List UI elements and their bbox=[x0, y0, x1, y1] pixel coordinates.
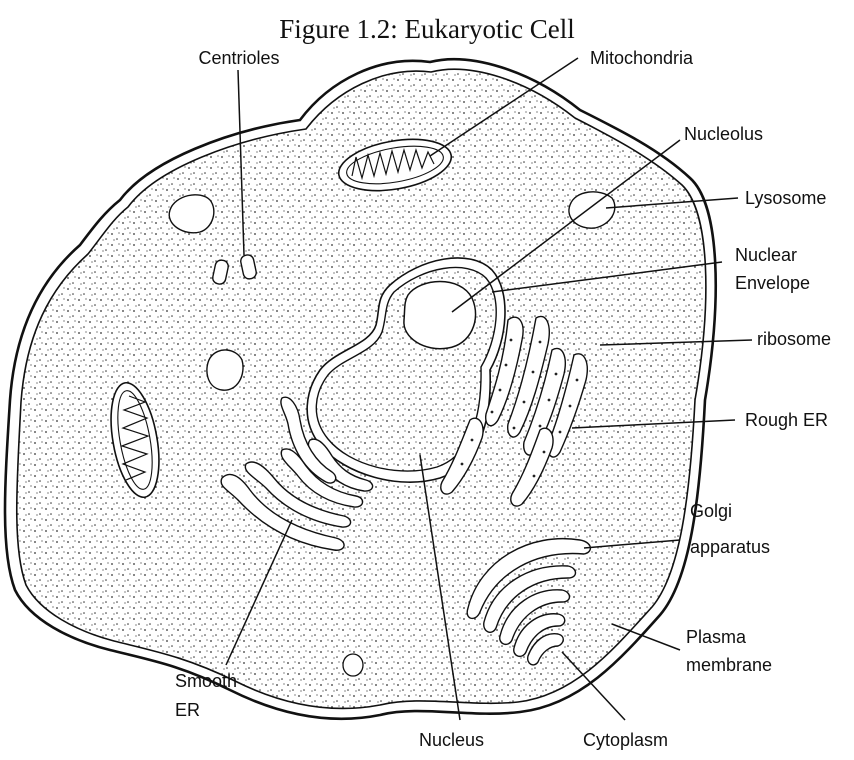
label-centrioles: Centrioles bbox=[198, 48, 279, 68]
vesicle-middle-left bbox=[207, 350, 243, 390]
label-lysosome: Lysosome bbox=[745, 188, 826, 208]
label-nucleus: Nucleus bbox=[419, 730, 484, 750]
label-smooth-er-2: ER bbox=[175, 700, 200, 720]
label-smooth-er-1: Smooth bbox=[175, 671, 237, 691]
label-cytoplasm: Cytoplasm bbox=[583, 730, 668, 750]
label-mitochondria: Mitochondria bbox=[590, 48, 694, 68]
vesicle-bottom bbox=[343, 654, 363, 676]
label-nucleolus: Nucleolus bbox=[684, 124, 763, 144]
label-plasma-membrane-1: Plasma bbox=[686, 627, 747, 647]
label-ribosome: ribosome bbox=[757, 329, 831, 349]
label-nuclear-envelope-2: Envelope bbox=[735, 273, 810, 293]
label-golgi-1: Golgi bbox=[690, 501, 732, 521]
label-golgi-2: apparatus bbox=[690, 537, 770, 557]
nucleolus-shape bbox=[404, 282, 476, 349]
vesicle-top-left bbox=[169, 195, 214, 233]
label-plasma-membrane-2: membrane bbox=[686, 655, 772, 675]
label-nuclear-envelope-1: Nuclear bbox=[735, 245, 797, 265]
label-rough-er: Rough ER bbox=[745, 410, 828, 430]
